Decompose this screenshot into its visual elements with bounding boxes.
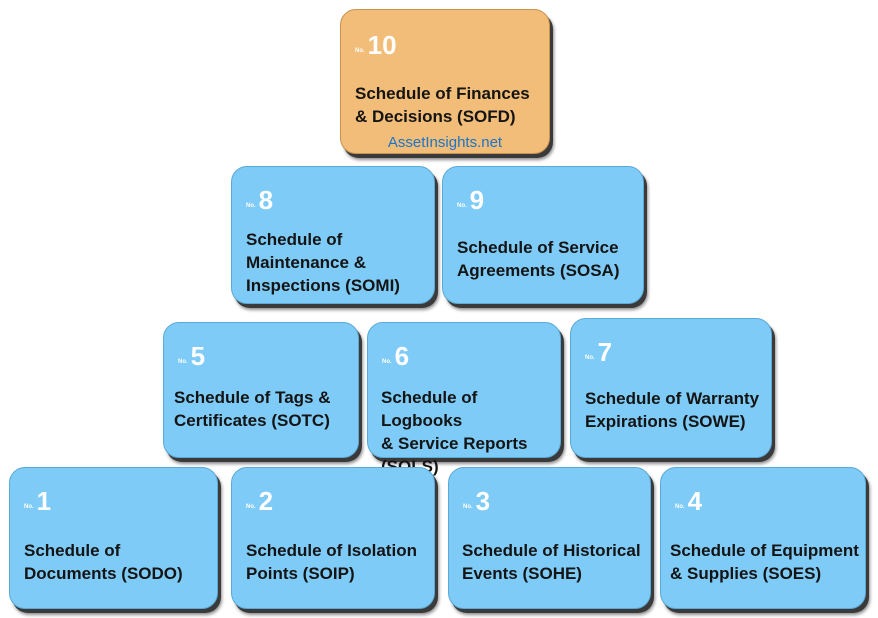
schedule-box-10: No.10 Schedule of Finances & Decisions (… xyxy=(340,9,550,154)
site-watermark: AssetInsights.net xyxy=(387,134,503,151)
schedule-number-6: No.6 xyxy=(382,341,410,371)
schedule-number-5: No.5 xyxy=(178,341,206,371)
schedule-title-10: Schedule of Finances & Decisions (SOFD) xyxy=(355,84,530,126)
schedule-box-8: No.8 Schedule of Maintenance & Inspectio… xyxy=(231,166,435,304)
schedule-number-2: No.2 xyxy=(246,486,274,516)
schedule-box-5: No.5 Schedule of Tags & Certificates (SO… xyxy=(163,322,359,458)
schedule-number-10: No.10 xyxy=(355,30,397,60)
schedule-box-3: No.3 Schedule of Historical Events (SOHE… xyxy=(448,467,651,609)
schedule-title-2: Schedule of Isolation Points (SOIP) xyxy=(246,541,417,583)
schedule-number-1: No.1 xyxy=(24,486,52,516)
schedule-number-4: No.4 xyxy=(675,486,703,516)
schedule-number-9: No.9 xyxy=(457,185,485,215)
schedule-box-6: No.6 Schedule of Logbooks & Service Repo… xyxy=(367,322,561,476)
schedule-number-7: No.7 xyxy=(585,337,613,367)
schedule-box-2: No.2 Schedule of Isolation Points (SOIP) xyxy=(231,467,435,609)
schedule-title-3: Schedule of Historical Events (SOHE) xyxy=(462,541,641,583)
schedule-box-7: No.7 Schedule of Warranty Expirations (S… xyxy=(570,318,772,458)
schedule-box-9: No.9 Schedule of Service Agreements (SOS… xyxy=(442,166,644,304)
schedule-title-9: Schedule of Service Agreements (SOSA) xyxy=(457,238,620,280)
schedule-title-8: Schedule of Maintenance & Inspections (S… xyxy=(246,230,400,295)
schedule-number-3: No.3 xyxy=(463,486,491,516)
schedule-title-7: Schedule of Warranty Expirations (SOWE) xyxy=(585,389,760,431)
schedule-title-4: Schedule of Equipment & Supplies (SOES) xyxy=(670,541,859,583)
schedule-box-4: No.4 Schedule of Equipment & Supplies (S… xyxy=(660,467,866,609)
schedule-box-1: No.1 Schedule of Documents (SODO) xyxy=(9,467,218,609)
schedule-title-5: Schedule of Tags & Certificates (SOTC) xyxy=(174,388,331,430)
schedule-number-8: No.8 xyxy=(246,185,274,215)
schedule-title-6: Schedule of Logbooks & Service Reports (… xyxy=(381,388,528,476)
schedule-title-1: Schedule of Documents (SODO) xyxy=(24,541,183,583)
